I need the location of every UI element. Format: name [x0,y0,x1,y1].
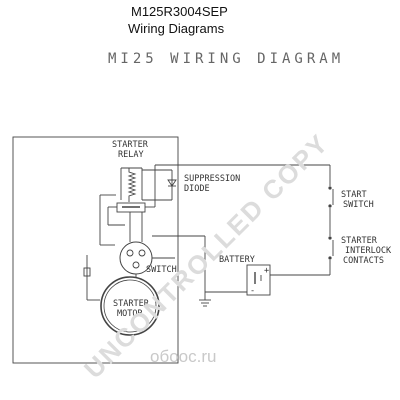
page-header: M125R3004SEP Wiring Diagrams [0,0,400,40]
start-switch-label-line1: START [341,190,367,200]
start-switch-label-line2: SWITCH [343,200,374,210]
left-wiring [83,194,125,301]
starter-motor-label-line1: STARTER [113,299,150,309]
starter-motor [100,274,160,336]
battery-label: BATTERY [219,255,255,265]
suppression-label-line2: DIODE [184,184,210,194]
starter-relay-label-line1: STARTER [112,140,149,150]
brand-watermark: oбоос.ru [150,347,216,366]
interlock-label-line3: CONTACTS [343,256,384,266]
battery-minus-label: - [250,286,255,296]
starter-motor-label-line2: MOTOR [117,309,143,319]
start-switch [328,186,334,208]
suppression-diode [142,169,177,201]
diagram-sheet-title: MI25 WIRING DIAGRAM [108,51,344,67]
switch-label: SWITCH [146,265,177,275]
starter-relay-label-line2: RELAY [118,150,144,160]
uncontrolled-copy-watermark: UNCONTROLLED COPY [78,128,335,385]
battery-plus-label: + [264,266,269,276]
interlock-label-line1: STARTER [341,236,378,246]
part-number-title: M125R3004SEP [131,4,228,19]
battery [199,264,271,307]
control-wiring [154,164,331,276]
starter-frame [12,136,179,364]
relay-coil [120,167,143,202]
solenoid-switch [119,212,206,292]
suppression-label-line1: SUPPRESSION [184,174,240,184]
page-subtitle: Wiring Diagrams [128,21,225,36]
interlock-label-line2: INTERLOCK [345,246,392,256]
relay-contacts [108,202,155,213]
interlock-contacts [328,236,334,260]
